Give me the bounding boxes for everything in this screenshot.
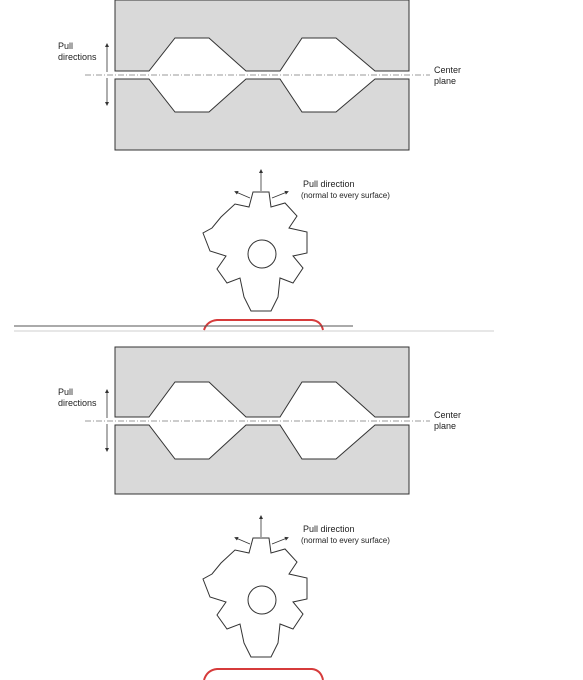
center-label-line2: plane <box>434 421 456 431</box>
pull-direction-label: Pull direction <box>303 179 355 189</box>
gear-panel-top: Pull direction (normal to every surface) <box>202 169 390 312</box>
lower-mold-half <box>114 78 410 151</box>
normal-label: (normal to every surface) <box>301 536 390 545</box>
pull-label-line2: directions <box>58 398 97 408</box>
normal-arrow-left <box>234 536 251 545</box>
gear-hub <box>247 239 277 269</box>
pull-label-line1: Pull <box>58 41 73 51</box>
mold-panel-top: Pull directions Center plane <box>58 0 461 151</box>
center-label-line1: Center <box>434 65 461 75</box>
pull-label-line2: directions <box>58 52 97 62</box>
upper-mold-half <box>114 346 410 418</box>
pull-direction-label: Pull direction <box>303 524 355 534</box>
normal-arrow-right <box>271 536 289 545</box>
center-label-line1: Center <box>434 410 461 420</box>
upper-mold-half <box>114 0 410 72</box>
pull-label-line1: Pull <box>58 387 73 397</box>
red-highlight-top <box>203 319 324 331</box>
center-label-line2: plane <box>434 76 456 86</box>
gear-panel-bottom: Pull direction (normal to every surface) <box>202 515 390 658</box>
normal-arrow-left <box>234 190 251 199</box>
red-highlight-bottom <box>203 668 324 680</box>
normal-label: (normal to every surface) <box>301 191 390 200</box>
gear-hub <box>247 585 277 615</box>
lower-mold-half <box>114 424 410 495</box>
mold-panel-bottom: Pull directions Center plane <box>58 346 461 495</box>
normal-arrow-right <box>271 190 289 199</box>
